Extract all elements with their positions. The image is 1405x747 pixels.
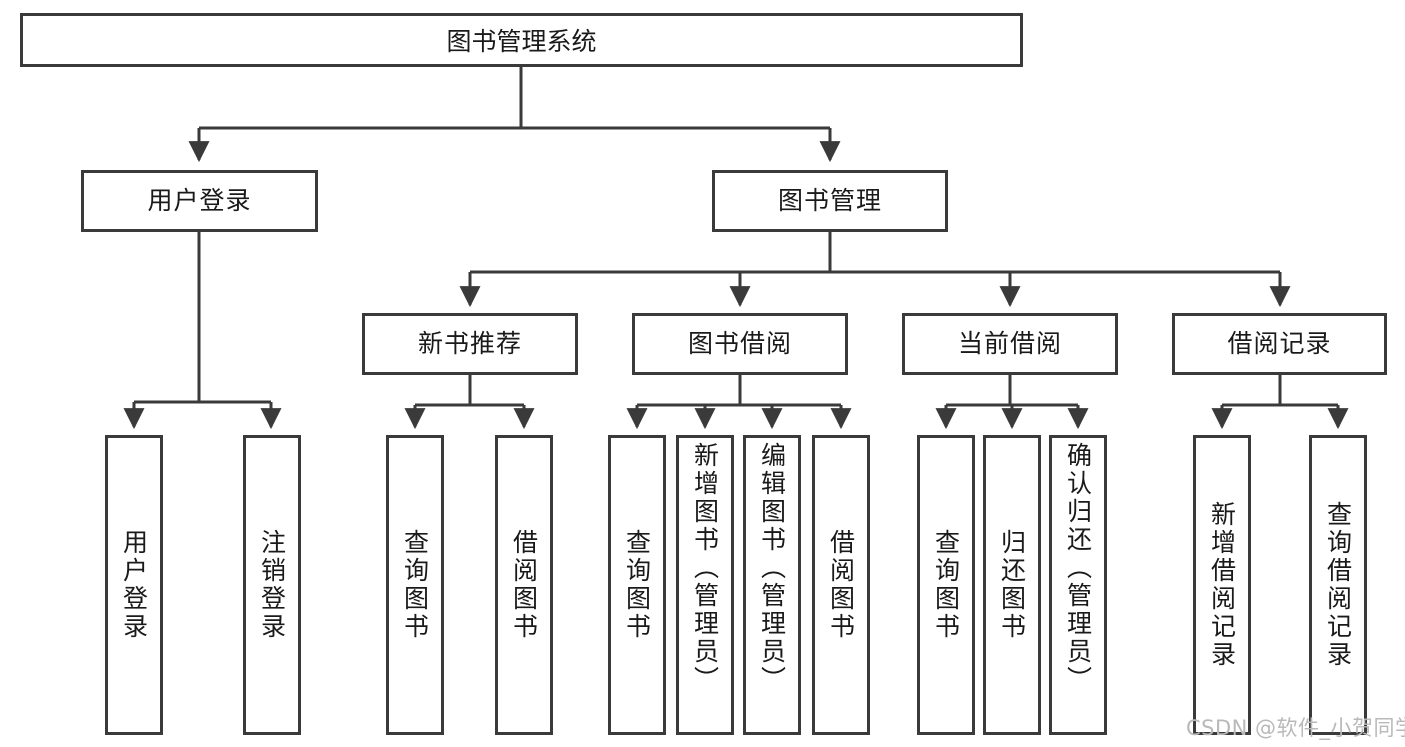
node-borrow-record[interactable]: 借阅记录	[1172, 313, 1387, 375]
leaf-record-add-record-label: 新增借阅记录	[1207, 501, 1237, 669]
leaf-user-login-login-label: 用户登录	[119, 529, 149, 641]
leaf-recommend-borrow-book-label: 借阅图书	[509, 529, 539, 641]
leaf-text-wrap: 查询图书	[389, 438, 441, 732]
leaf-borrow-search-book[interactable]: 查询图书	[608, 435, 666, 735]
leaf-text-wrap: 编辑图书（管理员）	[746, 438, 798, 736]
node-new-book-recommend[interactable]: 新书推荐	[362, 313, 578, 375]
leaf-text-wrap: 注销登录	[246, 438, 298, 732]
leaf-current-confirm-return[interactable]: 确认归还（管理员）	[1049, 435, 1107, 735]
leaf-text-wrap: 查询图书	[920, 438, 972, 732]
leaf-borrow-add-book-label: 新增图书（管理员）	[690, 442, 720, 694]
leaf-record-add-record[interactable]: 新增借阅记录	[1193, 435, 1251, 735]
leaf-current-search-book[interactable]: 查询图书	[917, 435, 975, 735]
leaf-recommend-search-book[interactable]: 查询图书	[386, 435, 444, 735]
node-root-label: 图书管理系统	[446, 27, 597, 56]
leaf-text-wrap: 查询图书	[611, 438, 663, 732]
node-book-borrow-label: 图书借阅	[687, 329, 792, 359]
leaf-text-wrap: 新增图书（管理员）	[679, 438, 731, 736]
node-root[interactable]: 图书管理系统	[20, 13, 1023, 67]
leaf-text-wrap: 新增借阅记录	[1196, 438, 1248, 732]
node-new-book-recommend-label: 新书推荐	[417, 329, 522, 359]
leaf-current-return-book-label: 归还图书	[997, 529, 1027, 641]
leaf-text-wrap: 借阅图书	[498, 438, 550, 732]
node-borrow-record-label: 借阅记录	[1227, 329, 1332, 359]
leaf-text-wrap: 用户登录	[108, 438, 160, 732]
leaf-current-return-book[interactable]: 归还图书	[983, 435, 1041, 735]
leaf-text-wrap: 归还图书	[986, 438, 1038, 732]
leaf-record-search-record[interactable]: 查询借阅记录	[1309, 435, 1367, 735]
node-user-login-label: 用户登录	[147, 186, 252, 216]
node-book-management-label: 图书管理	[777, 186, 882, 216]
leaf-user-login-logout[interactable]: 注销登录	[243, 435, 301, 735]
leaf-borrow-borrow-book-label: 借阅图书	[826, 529, 856, 641]
node-current-borrow[interactable]: 当前借阅	[902, 313, 1118, 375]
leaf-current-confirm-return-label: 确认归还（管理员）	[1063, 442, 1093, 694]
leaf-text-wrap: 查询借阅记录	[1312, 438, 1364, 732]
leaf-text-wrap: 借阅图书	[815, 438, 867, 732]
leaf-record-search-record-label: 查询借阅记录	[1323, 501, 1353, 669]
leaf-borrow-edit-book[interactable]: 编辑图书（管理员）	[743, 435, 801, 735]
node-book-management[interactable]: 图书管理	[712, 170, 948, 232]
leaf-borrow-add-book[interactable]: 新增图书（管理员）	[676, 435, 734, 735]
leaf-current-search-book-label: 查询图书	[931, 529, 961, 641]
leaf-user-login-login[interactable]: 用户登录	[105, 435, 163, 735]
node-current-borrow-label: 当前借阅	[957, 329, 1062, 359]
leaf-recommend-borrow-book[interactable]: 借阅图书	[495, 435, 553, 735]
node-book-borrow[interactable]: 图书借阅	[632, 313, 848, 375]
leaf-borrow-borrow-book[interactable]: 借阅图书	[812, 435, 870, 735]
leaf-borrow-edit-book-label: 编辑图书（管理员）	[757, 442, 787, 694]
leaf-borrow-search-book-label: 查询图书	[622, 529, 652, 641]
leaf-text-wrap: 确认归还（管理员）	[1052, 438, 1104, 736]
leaf-recommend-search-book-label: 查询图书	[400, 529, 430, 641]
node-user-login[interactable]: 用户登录	[81, 170, 318, 232]
watermark: CSDN @软件_小贺同学	[1186, 716, 1405, 740]
leaf-user-login-logout-label: 注销登录	[257, 529, 287, 641]
